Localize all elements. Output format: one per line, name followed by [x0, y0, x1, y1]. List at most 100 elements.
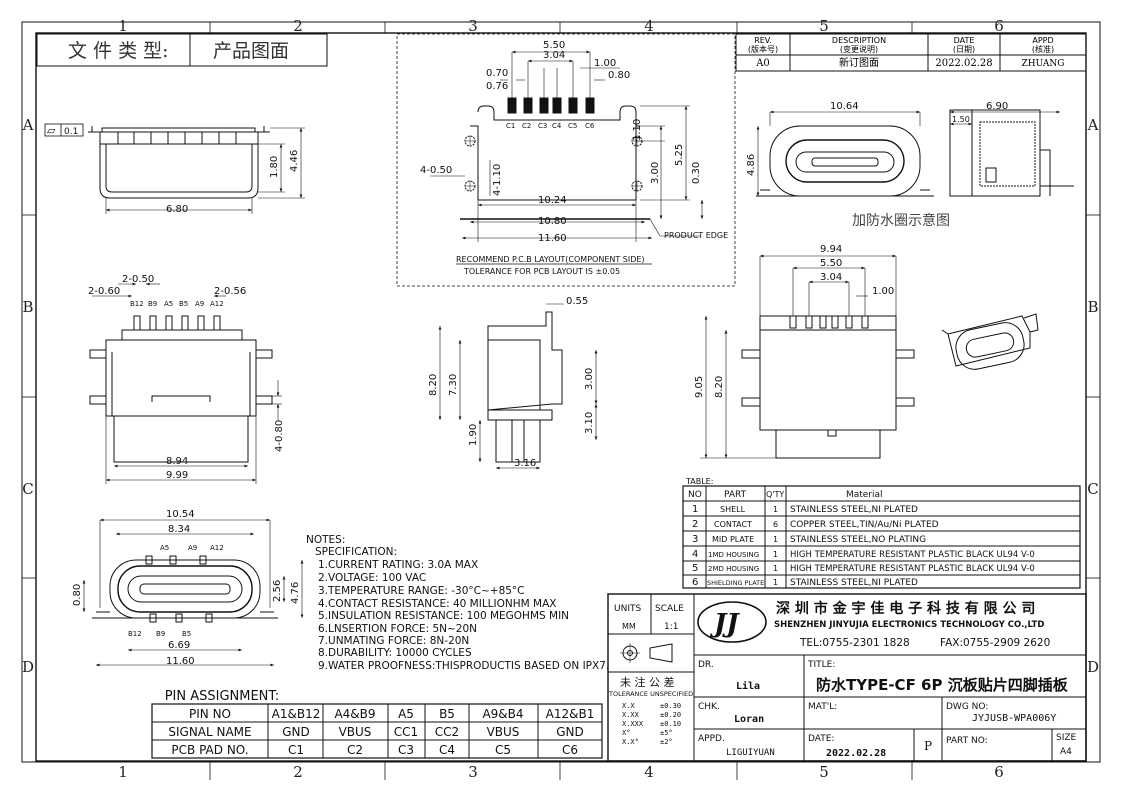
pa-r0c3: A5 [398, 707, 414, 721]
dim-side-3.10: 3.10 [584, 412, 595, 434]
bom-table [682, 485, 1081, 589]
zone-right-B: B [1087, 298, 1098, 316]
bom-r3-mat: HIGH TEMPERATURE RESISTANT PLASTIC BLACK… [790, 550, 1035, 560]
top-view [700, 254, 915, 459]
scale-value: 1:1 [664, 622, 678, 632]
part-label: PART NO: [946, 736, 988, 746]
pcb-tolerance: TOLERANCE FOR PCB LAYOUT IS ±0.05 [463, 267, 620, 276]
bom-r3-qty: 1 [773, 550, 778, 559]
zone-bottom-1: 1 [118, 763, 128, 781]
company-fax: FAX:0755-2909 2620 [940, 637, 1050, 649]
zone-top-4: 4 [644, 17, 654, 35]
scale-label: SCALE [655, 604, 684, 614]
chk-value: Loran [734, 714, 764, 725]
dim-pcb-3.04: 3.04 [543, 50, 565, 61]
rev-value-desc: 新订图面 [839, 56, 879, 69]
pa-r1c2: VBUS [339, 725, 372, 739]
zone-top-5: 5 [819, 17, 829, 35]
bottom-view [82, 518, 304, 667]
pa-r2c5: C5 [495, 743, 511, 757]
title-label: TITLE: [807, 660, 835, 670]
product-edge-label: PRODUCT EDGE [664, 231, 728, 240]
appd-label: APPD. [698, 734, 725, 744]
bom-r3-no: 4 [692, 549, 698, 560]
dr-label: DR. [698, 660, 714, 670]
pa-r0c2: A4&B9 [334, 707, 375, 721]
company-name-cn: 深 圳 市 金 宇 佳 电 子 科 技 有 限 公 司 [776, 600, 1035, 617]
date-label: DATE: [808, 734, 834, 744]
bom-r1-part: CONTACT [714, 520, 752, 529]
zone-right-D: D [1087, 658, 1099, 676]
rev-value-appd: ZHUANG [1022, 59, 1065, 69]
bom-title: TABLE: [685, 477, 713, 486]
pcb-layout-labels: 5.50 3.04 0.70 0.76 1.00 0.80 C1 C2 C3 C… [420, 40, 728, 276]
flatness-value: 0.1 [64, 127, 78, 137]
bom-r5-part: SHIELDING PLATE [707, 579, 764, 587]
dim-side-3.16: 3.16 [514, 458, 536, 469]
p-label: P [924, 739, 932, 753]
dim-pcb-11.60: 11.60 [538, 233, 567, 244]
bottom-pin-a9: A9 [188, 544, 197, 552]
pin-assignment-text: PIN ASSIGNMENT: PIN NO A1&B12 A4&B9 A5 B… [165, 689, 595, 757]
size-label: SIZE [1056, 733, 1077, 743]
dim-pcb-1.00: 1.00 [594, 58, 616, 69]
bom-r4-part: 2MD HOUSING [708, 565, 759, 573]
bottom-view-labels: 10.54 8.34 0.80 2.56 4.76 6.69 11.60 A5 … [72, 509, 301, 667]
units-value: MM [622, 622, 636, 631]
dim-pcb-0.76: 0.76 [486, 81, 508, 92]
bottom-pin-a12: A12 [210, 544, 224, 552]
dim-pcb-3.00: 3.00 [650, 162, 661, 184]
dim-side-7.30: 7.30 [448, 374, 459, 396]
pa-r2c2: C2 [347, 743, 363, 757]
tol-row-3-val: ±0.10 [660, 720, 681, 728]
bom-r0-no: 1 [692, 504, 698, 515]
bom-r0-qty: 1 [773, 505, 778, 514]
bom-text: TABLE: NO PART Q'TY Material 1 SHELL 1 S… [685, 477, 1035, 588]
pin-assignment-table [151, 703, 603, 759]
zone-bottom-3: 3 [468, 763, 478, 781]
dim-pin-9.99: 9.99 [166, 470, 188, 481]
bom-r5-mat: STAINLESS STEEL,NI PLATED [790, 578, 918, 588]
pin-label-b12: B12 [130, 300, 144, 308]
pa-r1c4: CC2 [435, 725, 459, 739]
company-logo: JJ [709, 609, 740, 639]
waterproof-views [756, 109, 1074, 197]
zone-left-A: A [22, 116, 34, 134]
isometric-view [941, 313, 1039, 370]
zone-top-3: 3 [468, 17, 478, 35]
dim-iso-6.90: 6.90 [986, 101, 1008, 112]
dim-pcb-4-1.10: 4-1.10 [492, 164, 503, 196]
doc-type-value: 产品图面 [213, 40, 289, 62]
pin-label-a5: A5 [164, 300, 173, 308]
rev-value-date: 2022.02.28 [935, 58, 992, 69]
bom-header-qty: Q'TY [766, 490, 784, 499]
pa-r2c1: C1 [288, 743, 304, 757]
tol-row-5-val: ±2° [660, 738, 673, 746]
bom-r1-no: 2 [692, 519, 698, 530]
tol-row-4-key: X° [622, 729, 630, 737]
pad-label-c2: C2 [522, 122, 531, 130]
tol-row-5-key: X.X° [622, 738, 639, 746]
doc-type-label: 文 件 类 型: [68, 40, 169, 62]
zone-bottom-4: 4 [644, 763, 654, 781]
bom-r0-mat: STAINLESS STEEL,NI PLATED [790, 505, 918, 515]
company-tel: TEL:0755-2301 1828 [799, 637, 910, 649]
front-view-pins [89, 282, 282, 484]
dim-top-9.94: 9.94 [820, 244, 842, 255]
note-4: 4.CONTACT RESISTANCE: 40 MILLIONHM MAX [318, 598, 556, 610]
dim-pin-4-0.80: 4-0.80 [274, 420, 285, 452]
dim-top-9.05: 9.05 [694, 376, 705, 398]
pcb-layout [396, 33, 736, 287]
rev-value-rev: A0 [755, 58, 770, 69]
note-6: 6.LNSERTION FORCE: 5N~20N [318, 623, 477, 635]
tol-row-2-key: X.XX [622, 711, 640, 719]
dim-iso-10.64: 10.64 [830, 101, 859, 112]
dim-top-3.04: 3.04 [820, 272, 842, 283]
dim-side-8.20: 8.20 [428, 374, 439, 396]
side-view-labels: 0.55 8.20 7.30 3.00 1.90 3.10 3.16 [428, 296, 595, 469]
zone-left-D: D [22, 658, 34, 676]
dr-value: Lila [736, 680, 760, 692]
bom-r0-part: SHELL [720, 505, 746, 514]
zone-bottom-6: 6 [994, 763, 1004, 781]
